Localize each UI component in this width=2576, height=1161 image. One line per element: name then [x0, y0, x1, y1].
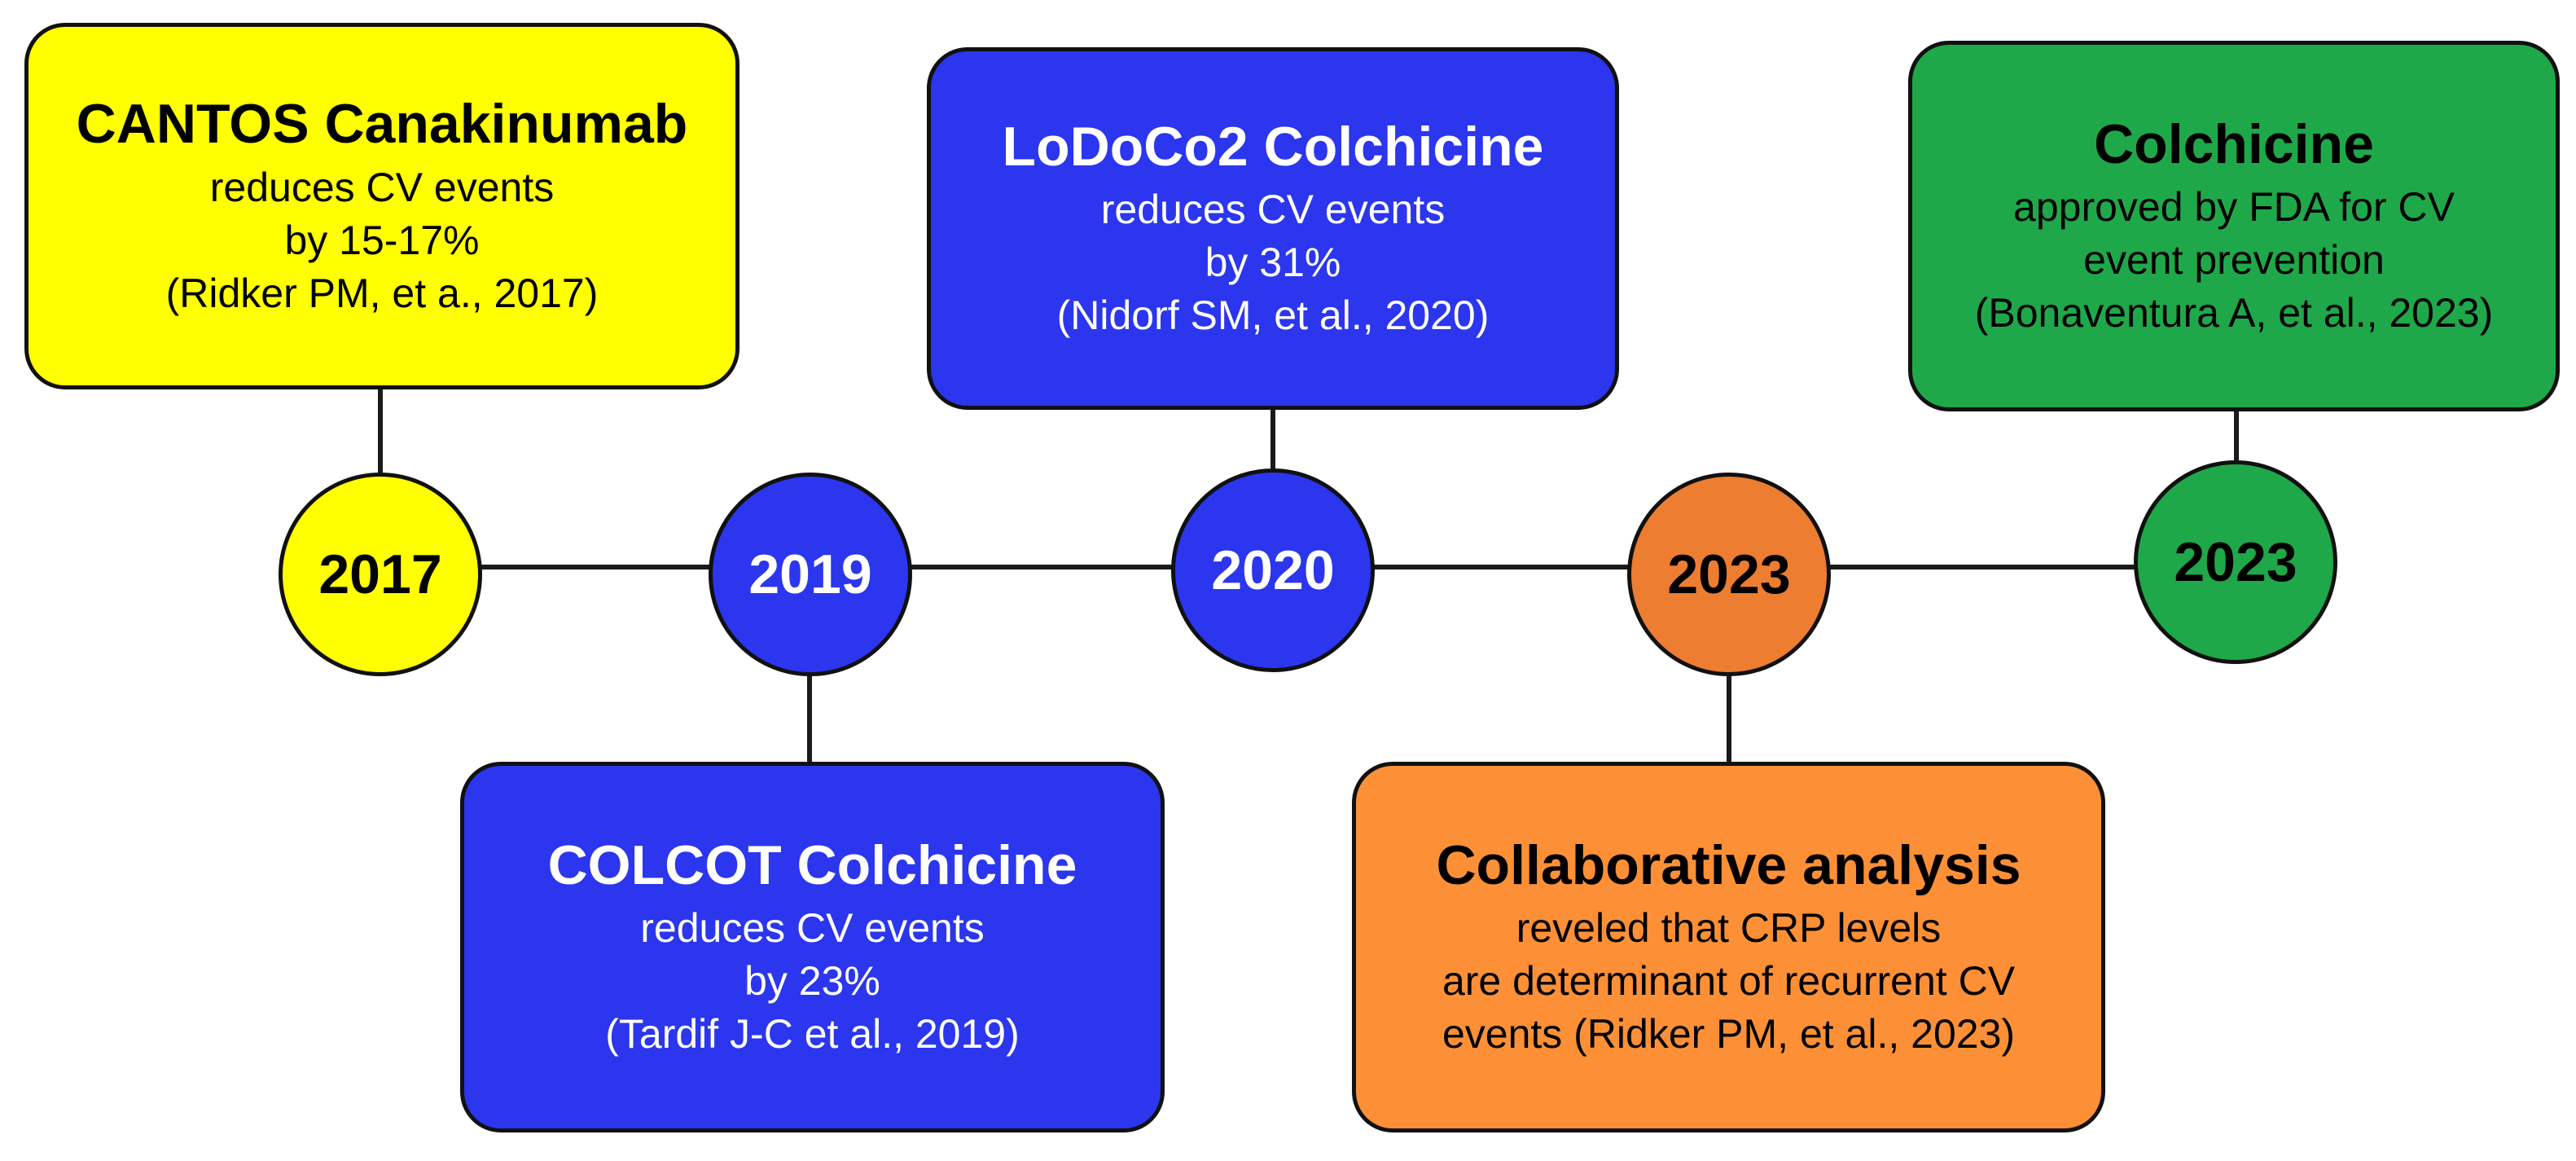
year-label: 2023	[2174, 531, 2297, 593]
event-box-collaborative-analysis: Collaborative analysis reveled that CRP …	[1352, 762, 2105, 1132]
event-text: by 15-17%	[284, 217, 480, 263]
event-citation: events (Ridker PM, et al., 2023)	[1442, 1011, 2016, 1058]
connector-2020	[1270, 406, 1275, 479]
event-text: reduces CV events	[209, 164, 555, 210]
event-text: by 23%	[744, 958, 880, 1005]
connector-2023-fda	[2234, 407, 2239, 464]
event-title: Collaborative analysis	[1436, 833, 2021, 896]
event-box-colcot: COLCOT Colchicine reduces CV events by 2…	[460, 762, 1165, 1132]
event-title: LoDoCo2 Colchicine	[1002, 115, 1544, 178]
year-node-2020: 2020	[1171, 468, 1375, 672]
event-text: reveled that CRP levels	[1516, 905, 1942, 952]
year-node-2023-collab: 2023	[1627, 473, 1831, 676]
event-text: approved by FDA for CV	[2013, 184, 2455, 231]
event-title: CANTOS Canakinumab	[76, 93, 688, 156]
event-text: reduces CV events	[640, 905, 985, 952]
year-label: 2023	[1667, 543, 1791, 605]
event-citation: (Bonaventura A, et al., 2023)	[1974, 290, 2494, 336]
year-node-2017: 2017	[279, 473, 482, 676]
event-citation: (Tardif J-C et al., 2019)	[605, 1011, 1020, 1058]
event-box-fda-approval: Colchicine approved by FDA for CV event …	[1908, 41, 2560, 411]
year-node-2023-fda: 2023	[2134, 460, 2337, 664]
event-box-cantos: CANTOS Canakinumab reduces CV events by …	[24, 23, 739, 389]
event-title: Colchicine	[2094, 112, 2374, 175]
event-box-lodoco2: LoDoCo2 Colchicine reduces CV events by …	[927, 47, 1619, 410]
event-text: event prevention	[2083, 237, 2385, 284]
connector-2017	[378, 383, 383, 481]
connector-2023-collab	[1727, 660, 1731, 766]
event-citation: (Ridker PM, et a., 2017)	[165, 270, 599, 316]
event-text: reduces CV events	[1100, 187, 1446, 233]
event-citation: (Nidorf SM, et al., 2020)	[1056, 292, 1490, 339]
year-label: 2020	[1211, 539, 1335, 601]
event-text: are determinant of recurrent CV	[1442, 958, 2016, 1005]
year-node-2019: 2019	[709, 473, 912, 676]
year-label: 2017	[318, 543, 442, 605]
event-text: by 31%	[1205, 240, 1341, 286]
year-label: 2019	[748, 543, 872, 605]
event-title: COLCOT Colchicine	[547, 833, 1077, 896]
connector-2019	[807, 668, 812, 764]
